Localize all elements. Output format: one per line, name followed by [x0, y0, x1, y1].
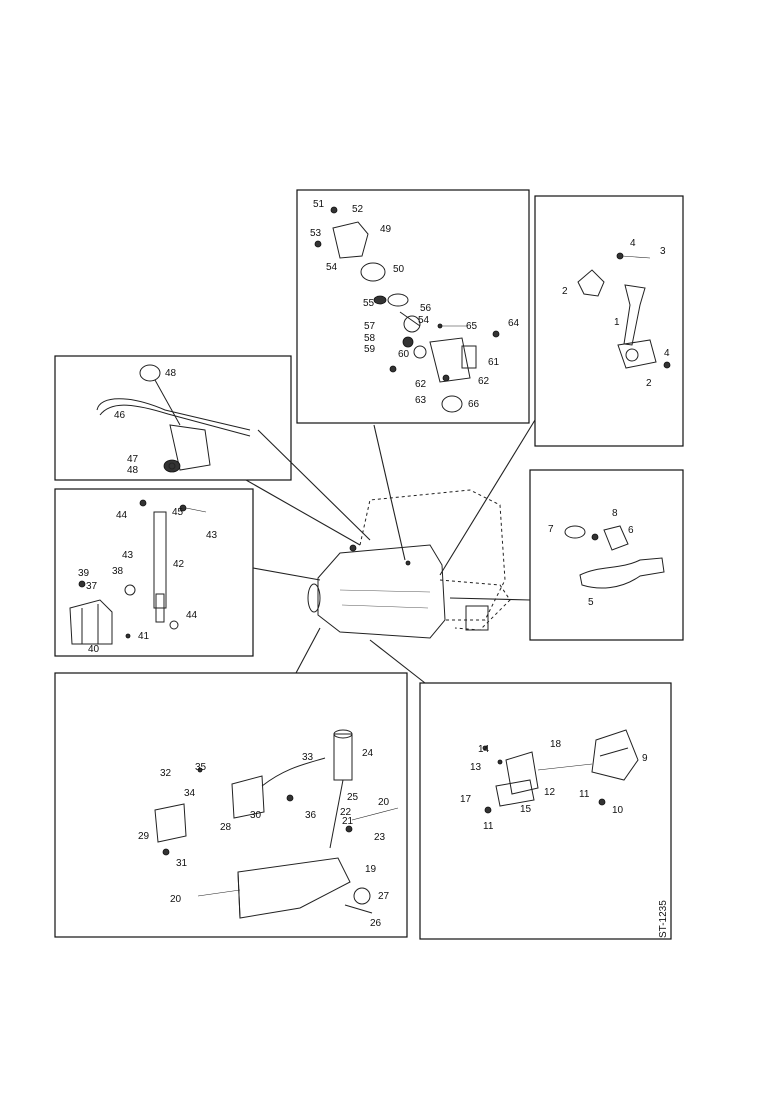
callout-58: 58 — [364, 333, 376, 344]
top-center-parts — [314, 206, 500, 413]
callout-27: 27 — [378, 891, 390, 902]
callout-39: 39 — [78, 568, 90, 579]
callout-23: 23 — [374, 832, 386, 843]
middle-left-parts — [69, 499, 207, 645]
panel-middle-left — [54, 488, 254, 657]
callout-37: 37 — [86, 581, 98, 592]
callout-19: 19 — [365, 864, 377, 875]
callout-9: 9 — [642, 753, 648, 764]
callout-38: 38 — [112, 566, 124, 577]
callout-14: 14 — [478, 744, 490, 755]
callout-64: 64 — [508, 318, 520, 329]
callout-61: 61 — [488, 357, 500, 368]
callout-18: 18 — [550, 739, 562, 750]
leader-lines — [245, 419, 536, 684]
callout-41: 41 — [138, 631, 150, 642]
callout-4b: 4 — [664, 348, 670, 359]
callout-56: 56 — [420, 303, 432, 314]
callout-43b: 43 — [122, 550, 134, 561]
panel-bottom-right — [419, 682, 672, 940]
bottom-right-parts — [482, 729, 639, 814]
callout-62b: 62 — [478, 376, 490, 387]
callout-63: 63 — [415, 395, 427, 406]
callout-52: 52 — [352, 204, 364, 215]
callout-35: 35 — [195, 762, 207, 773]
callout-53: 53 — [310, 228, 322, 239]
callout-44b: 44 — [186, 610, 198, 621]
top-left-parts — [96, 364, 251, 473]
panel-bottom-left — [54, 672, 408, 938]
part-callouts: 51 52 49 53 54 50 55 56 57 58 59 60 54 6… — [78, 199, 670, 929]
central-housing — [307, 489, 511, 639]
callout-32: 32 — [160, 768, 172, 779]
callout-44: 44 — [116, 510, 128, 521]
callout-36: 36 — [305, 810, 317, 821]
callout-31: 31 — [176, 858, 188, 869]
callout-25: 25 — [347, 792, 359, 803]
callout-54: 54 — [326, 262, 338, 273]
callout-7: 7 — [548, 524, 554, 535]
callout-42: 42 — [173, 559, 185, 570]
callout-45: 45 — [172, 507, 184, 518]
callout-54b: 54 — [418, 315, 430, 326]
callout-15: 15 — [520, 804, 532, 815]
callout-12: 12 — [544, 787, 556, 798]
callout-51: 51 — [313, 199, 325, 210]
callout-43: 43 — [206, 530, 218, 541]
callout-60: 60 — [398, 349, 410, 360]
callout-10: 10 — [612, 805, 624, 816]
callout-55: 55 — [363, 298, 375, 309]
callout-8: 8 — [612, 508, 618, 519]
callout-2b: 2 — [646, 378, 652, 389]
callout-62: 62 — [415, 379, 427, 390]
panel-middle-right — [529, 469, 684, 641]
callout-21: 21 — [342, 816, 354, 827]
callout-11: 11 — [579, 789, 590, 800]
callout-30: 30 — [250, 810, 262, 821]
callout-3: 3 — [660, 246, 666, 257]
callout-4: 4 — [630, 238, 636, 249]
callout-66: 66 — [468, 399, 480, 410]
reference-code: ST-1235 — [658, 900, 669, 938]
callout-20: 20 — [378, 797, 390, 808]
callout-2: 2 — [562, 286, 568, 297]
callout-5: 5 — [588, 597, 594, 608]
callout-13: 13 — [470, 762, 482, 773]
bottom-left-parts — [154, 729, 399, 919]
callout-22: 22 — [340, 807, 352, 818]
callout-29: 29 — [138, 831, 150, 842]
callout-26: 26 — [370, 918, 382, 929]
callout-28: 28 — [220, 822, 232, 833]
callout-40: 40 — [88, 644, 100, 655]
callout-17: 17 — [460, 794, 472, 805]
top-right-parts — [577, 252, 671, 369]
panel-top-right — [534, 195, 684, 447]
callout-1: 1 — [614, 317, 620, 328]
callout-65: 65 — [466, 321, 478, 332]
callout-34: 34 — [184, 788, 196, 799]
callout-57: 57 — [364, 321, 376, 332]
callout-49: 49 — [380, 224, 392, 235]
callout-50: 50 — [393, 264, 405, 275]
callout-59: 59 — [364, 344, 376, 355]
callout-47: 47 — [127, 454, 139, 465]
middle-right-parts — [564, 525, 665, 589]
callout-33: 33 — [302, 752, 314, 763]
callout-48b: 48 — [127, 465, 139, 476]
callout-24: 24 — [362, 748, 374, 759]
callout-20b: 20 — [170, 894, 182, 905]
callout-11b: 11 — [483, 821, 494, 832]
panel-top-center — [296, 189, 530, 424]
panel-top-left — [54, 355, 292, 481]
callout-46: 46 — [114, 410, 126, 421]
callout-6: 6 — [628, 525, 634, 536]
callout-48: 48 — [165, 368, 177, 379]
